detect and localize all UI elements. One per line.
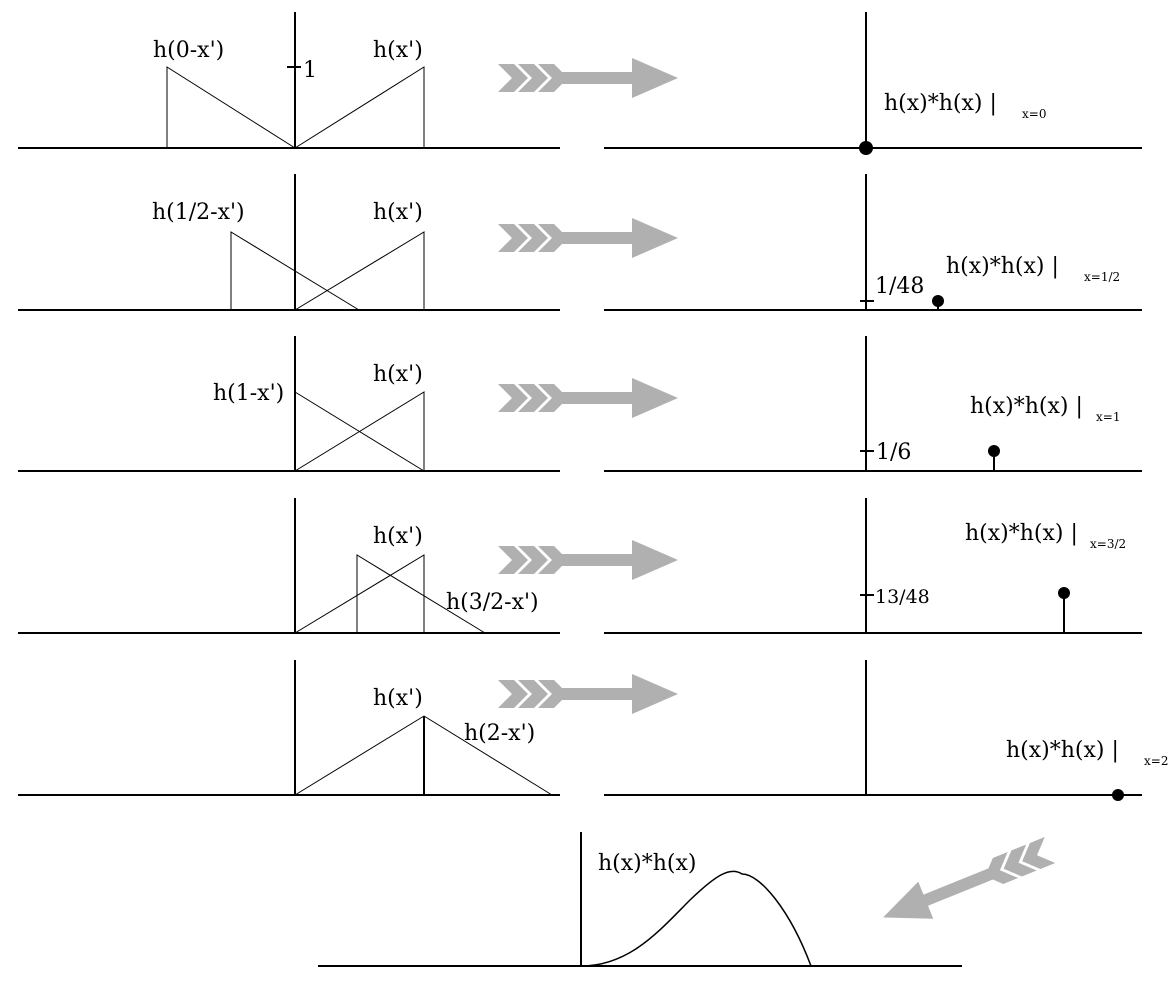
kernel-label: h(x') <box>373 524 423 549</box>
kernel-shape <box>294 554 425 634</box>
result-point <box>1058 587 1070 599</box>
result-plot: 1/48 h(x)*h(x) | x=1/2 <box>604 174 1142 311</box>
fletched-arrow-icon <box>875 831 1058 936</box>
row-2: h(1/2-x') h(x') 1/48 h(x)*h(x) | x=1/2 <box>18 174 1142 311</box>
result-plot: h(x)*h(x) | x=2 <box>604 660 1168 801</box>
row-3: h(1-x') h(x') 1/6 h(x)*h(x) | x=1 <box>18 336 1142 472</box>
row-5: h(x') h(2-x') h(x)*h(x) | x=2 <box>18 660 1168 801</box>
kernel-label: h(x') <box>373 686 423 711</box>
kernel-label: h(x') <box>373 362 423 387</box>
kernel-shape <box>294 231 425 311</box>
fletched-arrow-icon <box>498 218 678 258</box>
kernel-shape <box>294 715 425 796</box>
result-plot: 13/48 h(x)*h(x) | x=3/2 <box>604 498 1142 634</box>
left-plot: h(1/2-x') h(x') <box>18 174 560 311</box>
final-label: h(x)*h(x) <box>598 851 696 876</box>
flipped-kernel-shape <box>356 554 486 634</box>
fletched-arrow-icon <box>498 58 678 98</box>
flipped-kernel-shape <box>423 715 553 796</box>
result-point <box>932 295 944 307</box>
result-subscript: x=2 <box>1144 754 1168 768</box>
left-plot: h(x') h(2-x') <box>18 660 560 796</box>
left-plot: h(1-x') h(x') <box>18 336 560 472</box>
result-label: h(x)*h(x) | <box>1006 738 1119 763</box>
result-subscript: x=3/2 <box>1090 537 1126 551</box>
result-subscript: x=1/2 <box>1084 270 1120 284</box>
result-subscript: x=0 <box>1022 107 1046 121</box>
flipped-kernel-label: h(1/2-x') <box>152 200 245 225</box>
left-plot: h(x') h(3/2-x') <box>18 498 560 634</box>
kernel-shape <box>294 391 425 472</box>
flipped-kernel-label: h(0-x') <box>153 38 224 63</box>
result-label: h(x)*h(x) | <box>884 91 997 116</box>
flipped-kernel-label: h(3/2-x') <box>446 590 539 615</box>
fletched-arrow-icon <box>498 674 678 714</box>
flipped-kernel-label: h(2-x') <box>464 721 535 746</box>
fletched-arrow-icon <box>498 540 678 580</box>
convolution-curve <box>580 870 812 967</box>
value-tick-label: 1/6 <box>876 440 911 465</box>
result-point <box>988 445 1000 457</box>
result-point <box>859 141 873 155</box>
fletched-arrow-icon <box>498 378 678 418</box>
result-subscript: x=1 <box>1096 410 1120 424</box>
result-label: h(x)*h(x) | <box>970 394 1083 419</box>
left-plot: h(0-x') h(x') 1 <box>18 12 560 149</box>
result-label: h(x)*h(x) | <box>946 254 1059 279</box>
flipped-kernel-shape <box>230 231 360 311</box>
result-label: h(x)*h(x) | <box>965 521 1078 546</box>
kernel-label: h(x') <box>373 38 423 63</box>
flipped-kernel-shape <box>166 66 296 149</box>
row-1: h(0-x') h(x') 1 h(x)*h(x) | x=0 <box>18 12 1142 155</box>
value-tick-label: 13/48 <box>875 586 930 608</box>
value-tick-label: 1/48 <box>875 274 924 299</box>
final-result-plot: h(x)*h(x) <box>318 832 962 967</box>
result-point <box>1112 789 1124 801</box>
kernel-shape <box>294 66 425 149</box>
result-plot: h(x)*h(x) | x=0 <box>604 12 1142 155</box>
unit-tick-label: 1 <box>303 58 317 83</box>
flipped-kernel-label: h(1-x') <box>213 381 284 406</box>
kernel-label: h(x') <box>373 200 423 225</box>
row-4: h(x') h(3/2-x') 13/48 h(x)*h(x) | x=3/2 <box>18 498 1142 634</box>
result-plot: 1/6 h(x)*h(x) | x=1 <box>604 336 1142 472</box>
